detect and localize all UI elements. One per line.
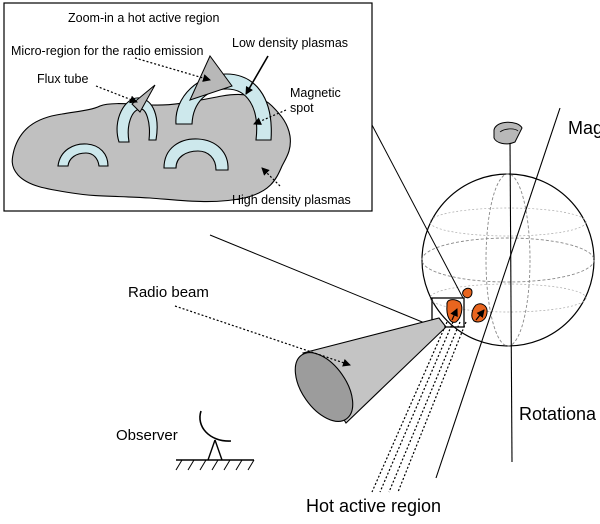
flux-tube-pointer [95,85,138,104]
micro-region-triangle [189,55,233,101]
low-density-pointer [245,55,269,95]
star-sphere [421,173,595,347]
flux-tube-arch [116,97,158,143]
high-density-plasma-blob [11,93,291,203]
observer-label: Observer [116,427,178,444]
magnetic-axis [435,107,561,479]
high-density-label: High density plasmas [232,193,351,207]
magnetic-spot-label-line2: spot [290,101,314,115]
flux-tube-triangle [131,84,156,113]
zoom-connector-bottom [209,234,433,327]
hot-active-region-label: Hot active region [306,496,441,516]
radio-beam-label: Radio beam [128,284,209,301]
magnetic-spot-pointer [253,109,287,125]
lower-arch-middle [163,138,229,171]
line-of-sight-dotted [371,321,467,493]
hot-spots [446,287,488,323]
magnetic-axis-label: Mag [568,118,600,138]
low-density-label: Low density plasmas [232,36,348,50]
zoom-connector-top [371,124,464,299]
hot-spot-2 [471,303,488,323]
zoom-box-title: Zoom-in a hot active region [68,11,220,25]
radio-beam-cone [294,317,447,424]
rotation-arrow-icon [493,121,523,145]
micro-region-label: Micro-region for the radio emission [11,44,203,58]
lower-arch-left [57,143,109,167]
zoom-box: Zoom-in a hot active region Micro-region… [3,2,373,212]
zoom-selection-square [431,297,465,328]
magnetic-spot-label-line1: Magnetic [290,86,341,100]
high-density-pointer [261,167,281,187]
flux-tube-label: Flux tube [37,72,88,86]
rotational-axis [509,139,513,463]
rotational-axis-label: Rotationa [519,404,597,424]
hot-spot-3 [462,287,473,299]
observer-antenna-icon [175,410,255,471]
radio-beam-pointer [174,305,351,367]
micro-region-pointer [134,57,211,82]
